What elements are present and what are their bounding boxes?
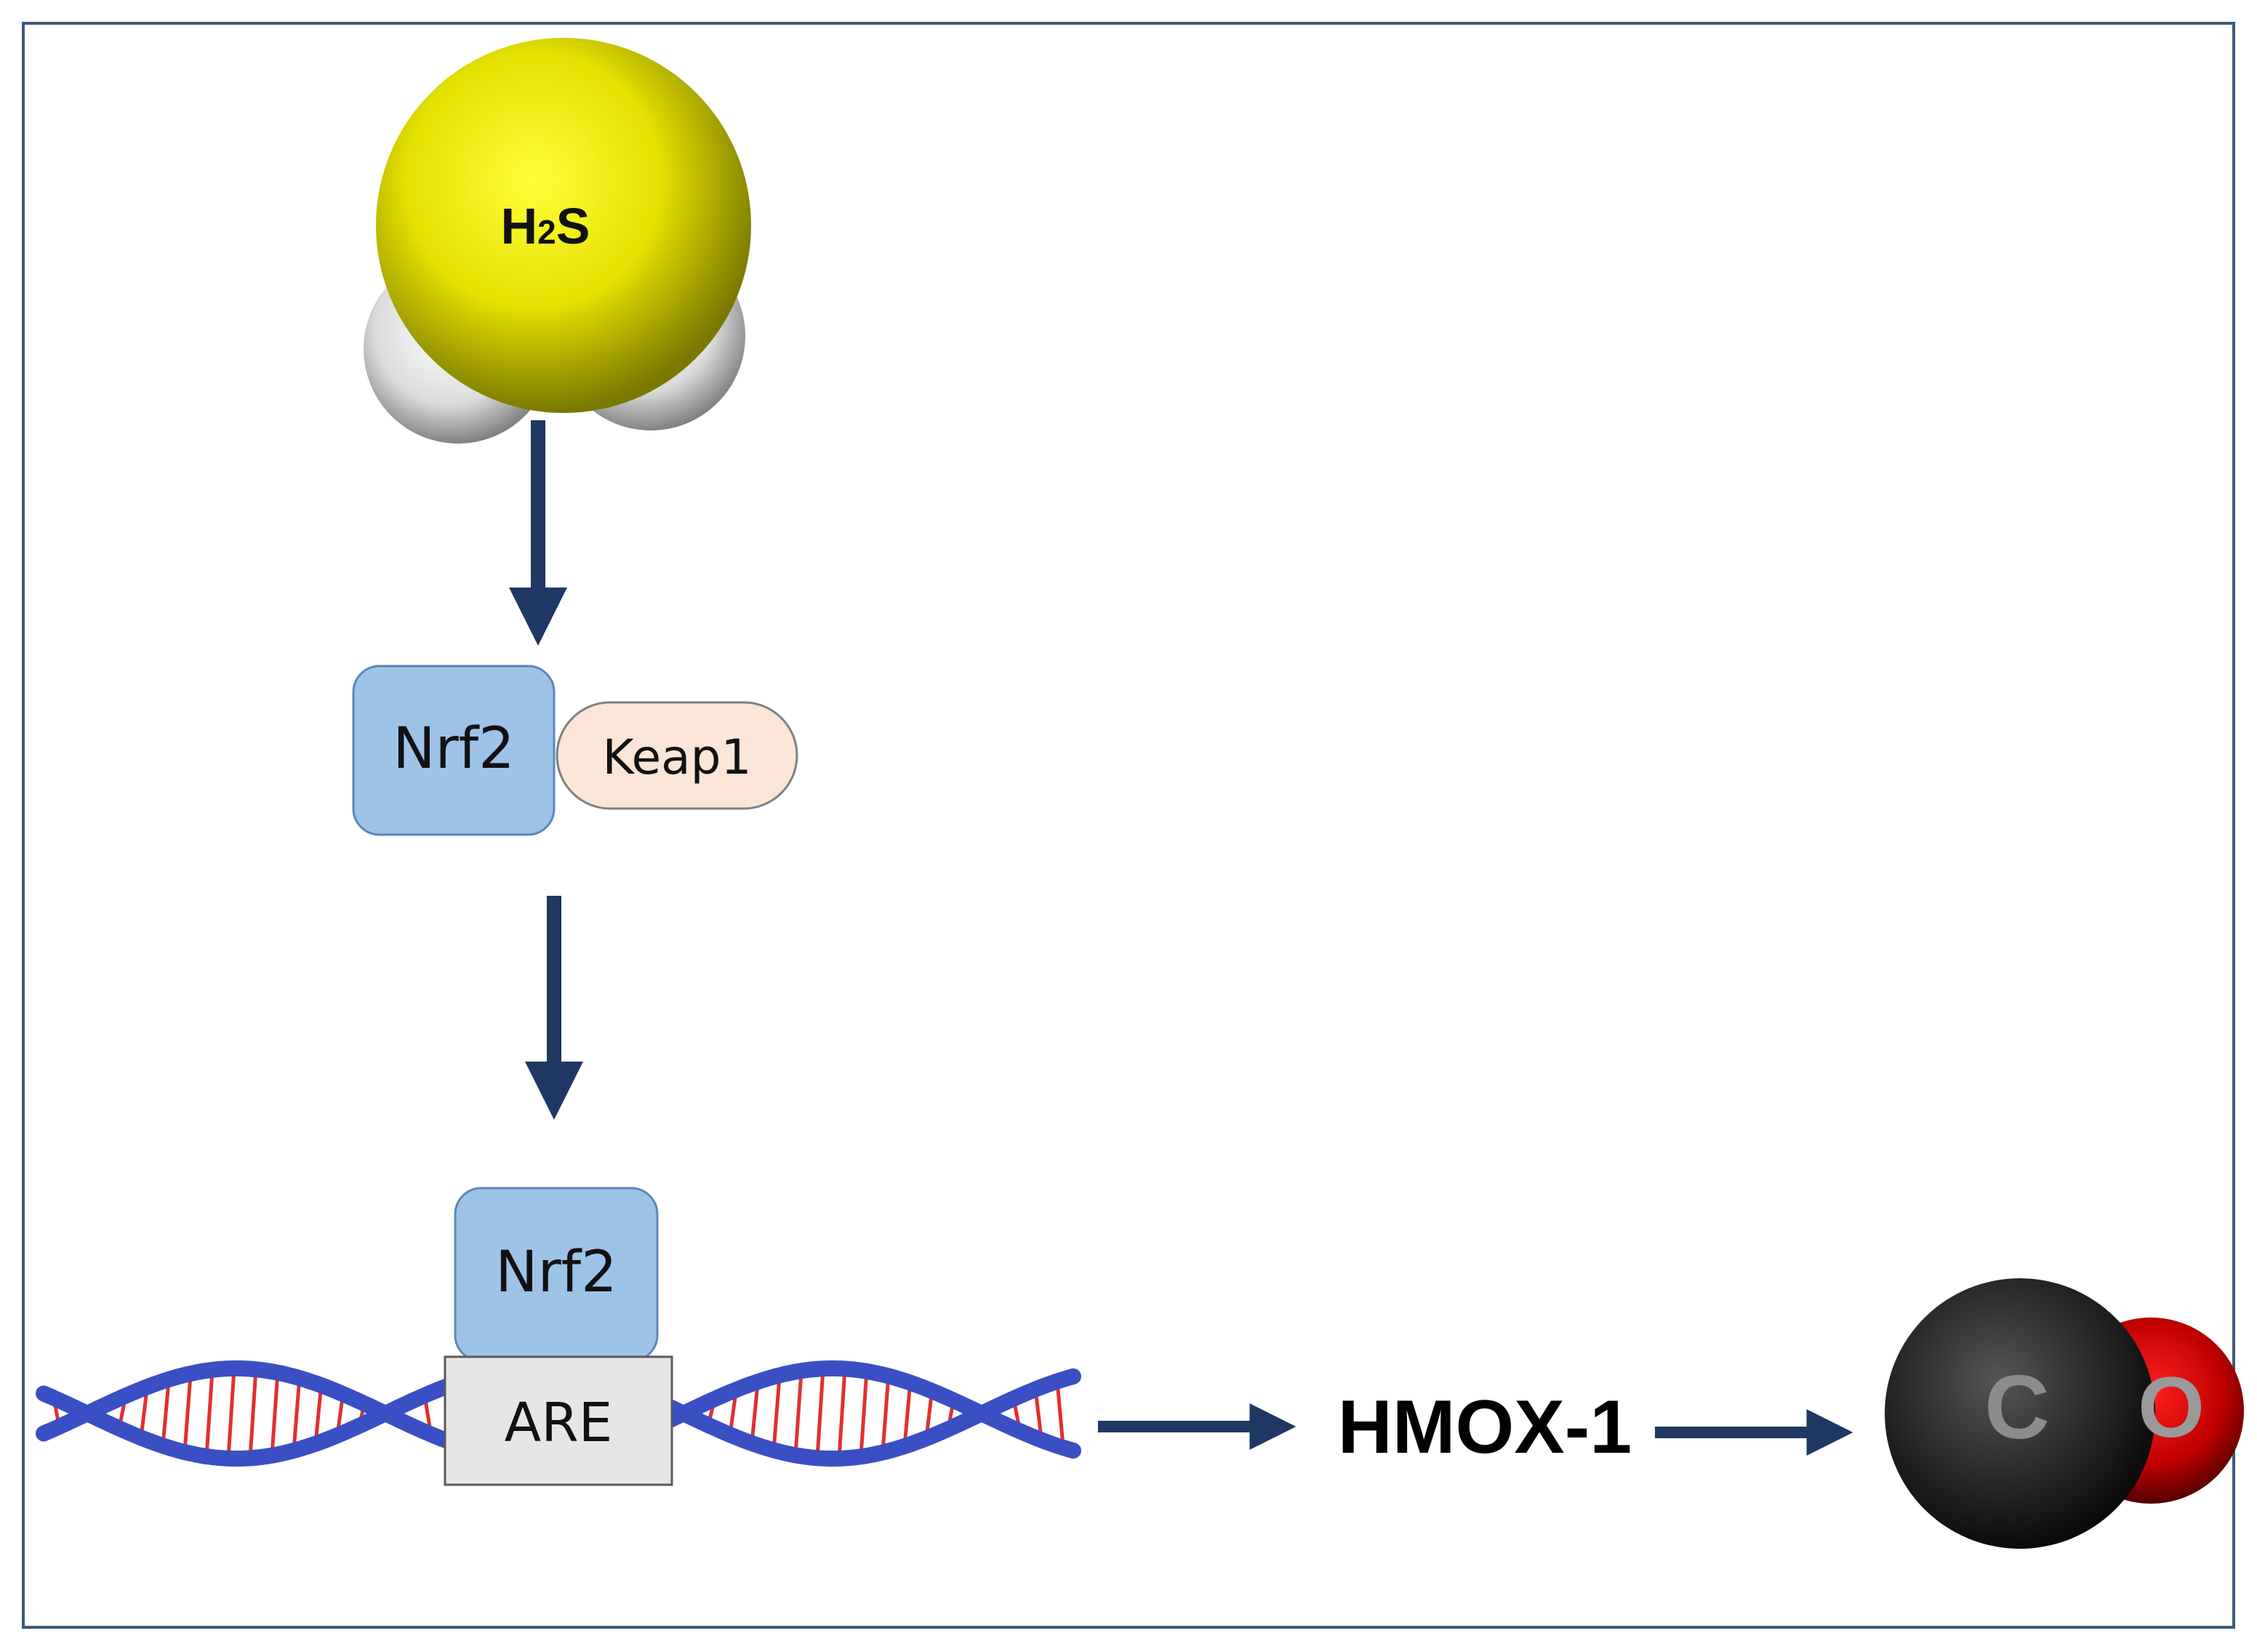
hmox1-label: HMOX-1 [1338, 1385, 1632, 1469]
nrf2-label: Nrf2 [393, 716, 515, 782]
dna-base-pair [902, 1380, 913, 1447]
dna-base-pair [815, 1368, 825, 1459]
are-label: ARE [505, 1392, 613, 1454]
oxygen-label: O [2138, 1360, 2205, 1456]
dna-base-pair [226, 1368, 236, 1459]
dna-base-pair [1055, 1381, 1065, 1446]
dna-base-pair [793, 1371, 803, 1456]
dna-base-pair [161, 1381, 171, 1446]
h2s-label: H2S [501, 198, 590, 254]
nrf2-box [352, 665, 556, 836]
nrf2-bound-label: Nrf2 [495, 1240, 617, 1305]
dna-base-pair [859, 1370, 869, 1457]
dna-base-pair [270, 1371, 280, 1456]
carbon-label: C [1984, 1358, 2050, 1458]
nrf2-keap1-complex: Nrf2 Keap1 [352, 665, 798, 836]
sulfur-atom [376, 38, 751, 413]
keap1-label: Keap1 [603, 729, 752, 785]
dna-base-pair [292, 1376, 302, 1451]
keap1-box [556, 701, 798, 810]
dna-base-pair [750, 1383, 760, 1444]
are-box [444, 1355, 673, 1486]
h2s-molecule: H2S [364, 38, 751, 444]
nrf2-are-complex: Nrf2 ARE [444, 1187, 673, 1486]
dna-base-pair [837, 1368, 847, 1459]
co-molecule: C O [1885, 1278, 2244, 1549]
dna-base-pair [881, 1374, 891, 1453]
dna-base-pair [183, 1374, 193, 1453]
carbon-atom [1885, 1278, 2155, 1549]
dna-base-pair [204, 1370, 215, 1457]
dna-base-pair [771, 1376, 782, 1451]
dna-base-pair [248, 1368, 258, 1459]
